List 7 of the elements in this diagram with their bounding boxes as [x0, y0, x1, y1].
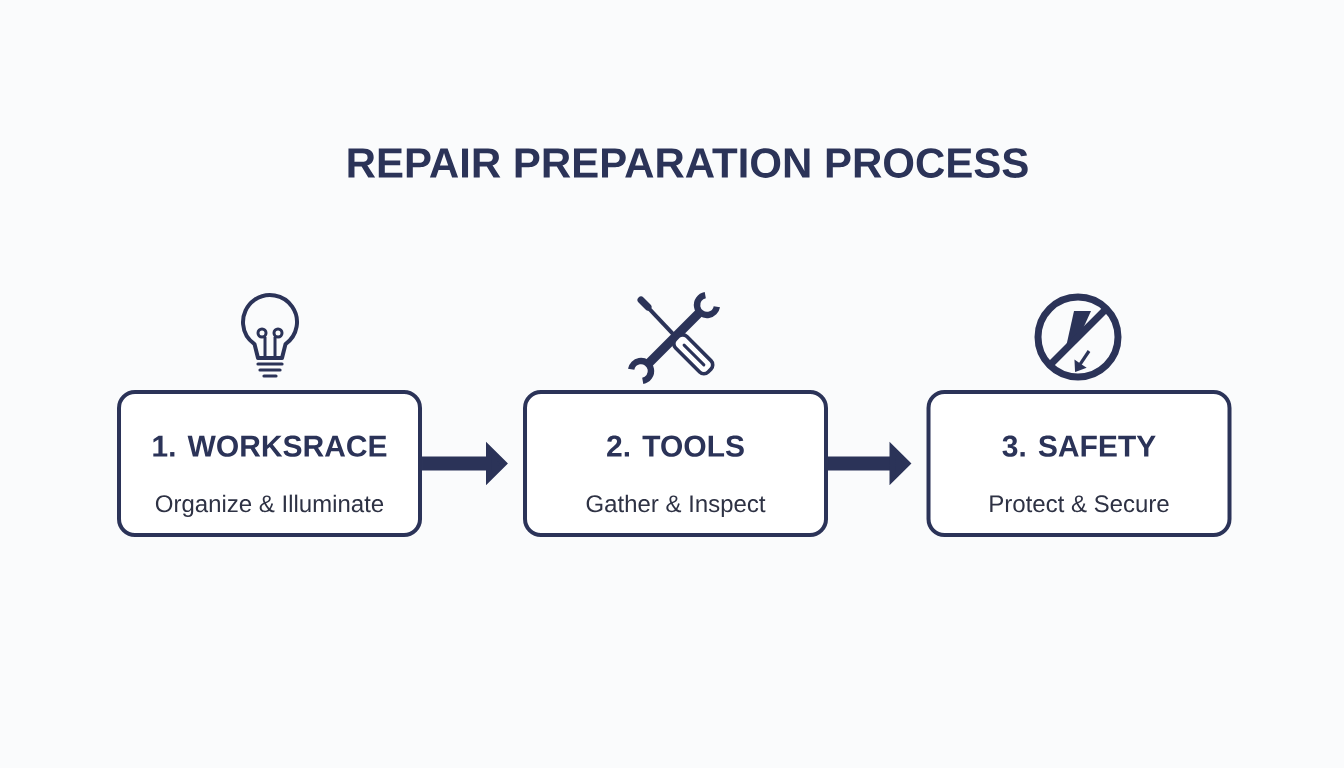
- step-title: 1. WORKSRACE: [153, 435, 387, 457]
- step-description: Protect & Secure: [990, 495, 1169, 513]
- step-title: 3. SAFETY: [1002, 435, 1156, 457]
- step-title: 2. TOOLS: [607, 435, 744, 457]
- step-description: Organize & Illuminate: [155, 494, 384, 517]
- title: REPAIR PREPARATION PROCESS: [348, 148, 1028, 178]
- step-description: Gather & Inspect: [586, 494, 766, 517]
